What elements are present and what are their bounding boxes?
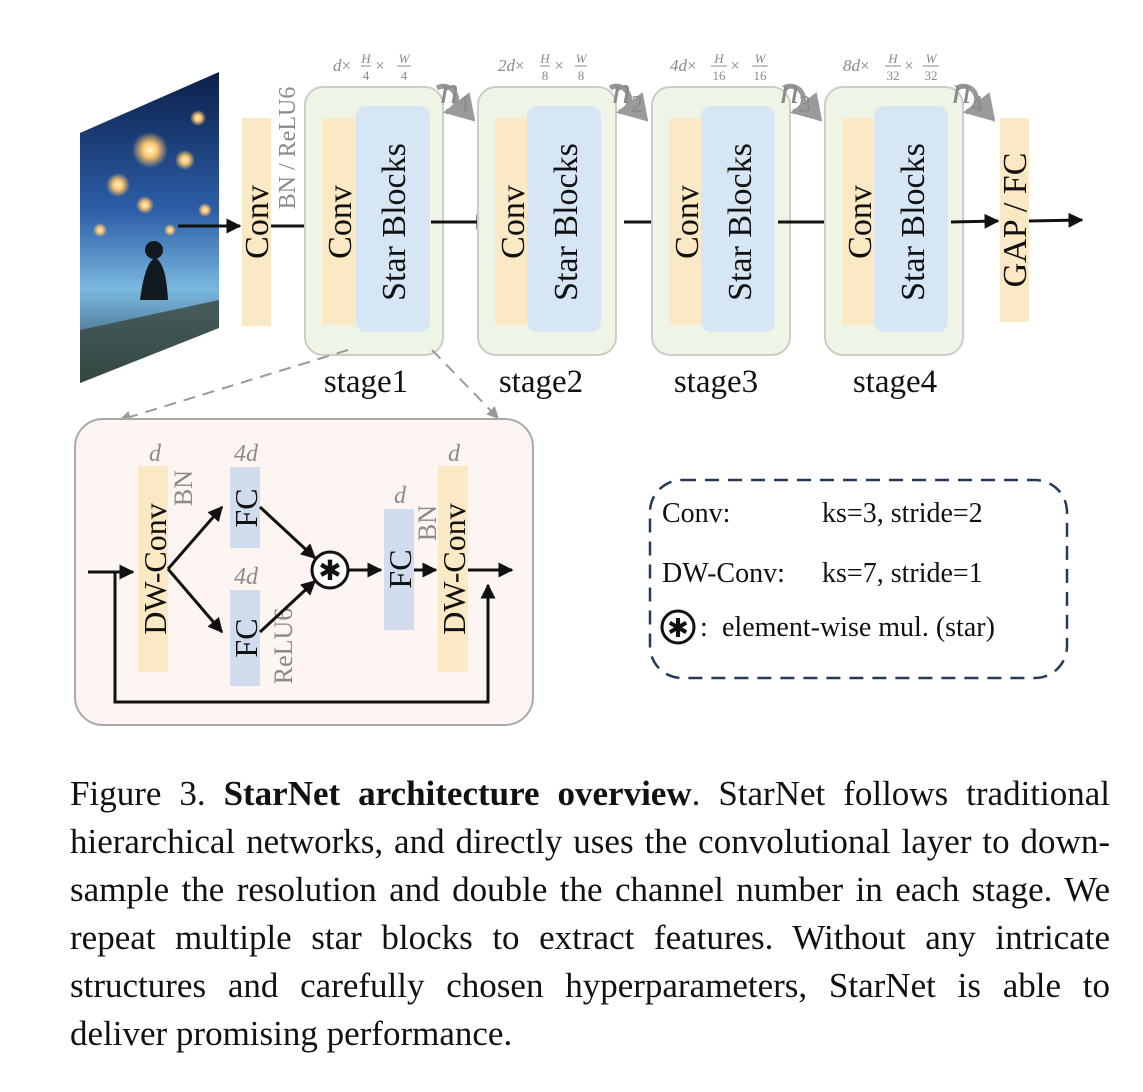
head-gap-fc-layer [1000,118,1029,322]
dwconv-1-layer [138,466,168,672]
dwconv-2-dim: d [448,441,461,467]
svg-text:×: × [730,56,740,75]
stage-1-blocks-label: Star Blocks [376,143,413,301]
stage-3-shape-h-den: 16 [713,68,727,83]
stage-4: Conv Star Blocks n4 8d× H 32 × W 32 stag… [824,51,996,400]
stage-2-blocks-label: Star Blocks [548,143,585,301]
stage-2-star-blocks [527,106,601,332]
fc-out-label: FC [382,549,418,588]
architecture-diagram: Conv BN / ReLU6 Conv Star Blocks n1 d× H… [74,51,1084,726]
fc-top-layer [230,467,260,548]
fc-bottom-dim: 4d [234,564,259,590]
stage-1-repeat: n1 [440,70,471,118]
stem-norm-label: BN / ReLU6 [275,87,301,210]
stage-4-shape-w-num: W [926,51,938,66]
legend-dwconv-value: ks=7, stride=1 [822,558,983,589]
stage-1-conv-layer [322,118,356,325]
stage-4-star-blocks [874,106,948,332]
stage-4-label: stage4 [853,364,937,400]
caption-text: . StarNet follows traditional hierarchic… [70,774,1111,1053]
stage-3-repeat: n3 [780,70,811,118]
svg-text:×: × [375,56,385,75]
caption-title: StarNet architecture overview [223,774,692,813]
stem-conv-layer [242,118,271,326]
input-image [80,72,219,383]
stage-2-shape: 2d× [498,56,525,75]
dwconv-1-norm: BN [169,470,198,506]
dwconv-2-layer [438,466,468,672]
fc-out-norm: BN [413,505,442,541]
stage-3-label: stage3 [674,364,758,400]
fc-out-layer [384,509,414,630]
stage-2-shape-w-den: 8 [578,68,585,83]
legend-conv-name: Conv: [662,498,730,529]
stage-2-conv-label: Conv [495,185,532,259]
stage-3: Conv Star Blocks n3 4d× H 16 × W 16 stag… [651,51,823,400]
stage-3-star-blocks [701,106,775,332]
stage-2-label: stage2 [499,364,583,400]
stage-3-conv-label: Conv [669,185,706,259]
fc-top-label: FC [228,488,264,527]
stage-3-shape-w-num: W [755,51,767,66]
stem-conv-label: Conv [239,185,276,259]
stage-2: Conv Star Blocks n2 2d× H 8 × W 8 stage2 [477,51,649,400]
legend: Conv: ks=3, stride=2 DW-Conv: ks=7, stri… [648,478,1069,680]
dwconv-1-dim: d [149,441,162,467]
stage-1-shape: d× [333,56,351,75]
stage-1-shape-w-den: 4 [401,68,408,83]
legend-star-value: element-wise mul. (star) [722,612,995,643]
stage-1-label: stage1 [324,364,408,400]
stage-4-conv-label: Conv [842,185,879,259]
stage-1-shape-w-num: W [399,51,411,66]
stage-4-shape-h-num: H [887,51,898,66]
stage-3-shape-w-den: 16 [754,68,768,83]
stage-1-shape-h-den: 4 [363,68,370,83]
legend-star-icon [660,609,696,645]
fc-out-dim: d [394,483,407,509]
dwconv-2-label: DW-Conv [436,503,472,635]
stage-2-repeat: n2 [612,70,643,118]
stage-4-repeat: n4 [952,70,983,118]
stage-4-shape-w-den: 32 [925,68,938,83]
legend-star-symbol: ✱ [667,614,689,643]
figure-caption: Figure 3. StarNet architecture overview.… [70,770,1110,1058]
stage-1-star-blocks [356,106,430,332]
stage-3-shape-h-num: H [713,51,724,66]
stage-1-shape-h-num: H [360,51,371,66]
legend-star-name: : [700,612,708,643]
stage-1: Conv Star Blocks n1 d× H 4 × W 4 stage1 [304,51,476,400]
fc-bottom-label: FC [228,618,264,657]
stage-2-conv-layer [495,118,529,325]
stage-3-shape: 4d× [670,56,697,75]
stage-1-conv-label: Conv [322,185,359,259]
dwconv-1-label: DW-Conv [137,503,173,635]
stage-2-shape-w-num: W [576,51,588,66]
fc-top-dim: 4d [234,441,259,467]
svg-text:×: × [554,56,564,75]
stage-3-conv-layer [669,118,703,325]
svg-text:×: × [904,56,914,75]
star-block-detail: DW-Conv d BN FC 4d FC 4d ReLU6 ✱ FC d BN… [74,418,534,726]
stage-4-shape-h-den: 32 [887,68,900,83]
stage-4-conv-layer [842,118,876,325]
stage-3-blocks-label: Star Blocks [722,143,759,301]
stage-4-blocks-label: Star Blocks [895,143,932,301]
head-label: GAP / FC [997,153,1034,288]
stage-4-shape: 8d× [843,56,870,75]
stage-2-shape-h-den: 8 [542,68,549,83]
fc-bottom-layer [230,590,260,686]
caption-label: Figure 3. [70,774,206,813]
star-op-symbol: ✱ [318,556,341,587]
legend-dwconv-name: DW-Conv: [662,558,785,589]
legend-conv-value: ks=3, stride=2 [822,498,983,529]
stage-2-shape-h-num: H [539,51,550,66]
